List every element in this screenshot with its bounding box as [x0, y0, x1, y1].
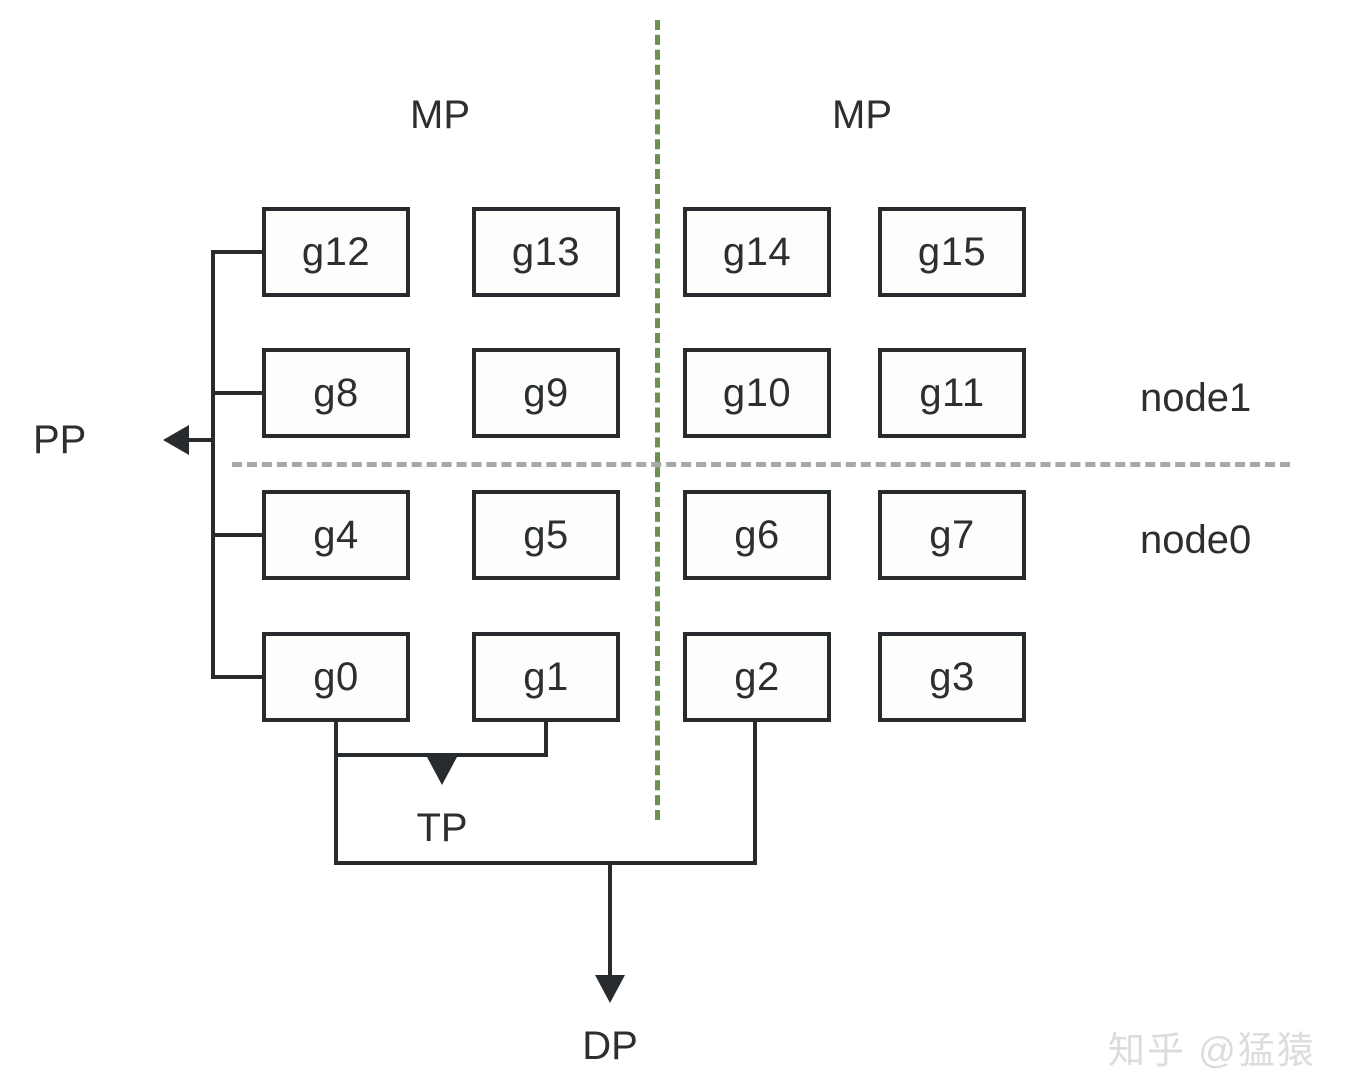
gpu-box-g0[interactable]: g0 [262, 632, 410, 722]
pp-stub-row-g8 [211, 391, 264, 395]
gpu-box-g12[interactable]: g12 [262, 207, 410, 297]
gpu-box-g10[interactable]: g10 [683, 348, 831, 438]
gpu-box-g6[interactable]: g6 [683, 490, 831, 580]
gpu-box-g7[interactable]: g7 [878, 490, 1026, 580]
tp-drop-from-g1 [544, 720, 548, 757]
axis-label-tp: TP [416, 806, 468, 850]
gpu-box-g8[interactable]: g8 [262, 348, 410, 438]
pp-stub-row-g0 [211, 675, 264, 679]
dp-drop-from-g0 [334, 753, 338, 865]
dp-drop-from-g2 [753, 720, 757, 865]
row-label-node1: node1 [1140, 376, 1252, 420]
column-header-mp-left: MP [410, 93, 470, 137]
tp-drop-from-g0 [334, 720, 338, 757]
axis-label-pp: PP [33, 418, 87, 462]
pp-arrow-head-icon [163, 425, 189, 455]
row-label-node0: node0 [1140, 518, 1252, 562]
gpu-box-g3[interactable]: g3 [878, 632, 1026, 722]
dp-arrow-shaft [608, 861, 612, 979]
pp-stub-row-g4 [211, 533, 264, 537]
pp-stub-row-g12 [211, 250, 264, 254]
dp-arrow-head-icon [595, 975, 625, 1003]
column-header-mp-right: MP [832, 93, 892, 137]
gpu-box-g11[interactable]: g11 [878, 348, 1026, 438]
pp-bracket-spine [211, 250, 215, 679]
gpu-box-g2[interactable]: g2 [683, 632, 831, 722]
node-divider-dashed-line [232, 462, 1290, 467]
pp-arrow-shaft [186, 438, 214, 442]
gpu-box-g14[interactable]: g14 [683, 207, 831, 297]
gpu-box-g5[interactable]: g5 [472, 490, 620, 580]
axis-label-dp: DP [582, 1024, 638, 1068]
tp-arrow-head-icon [427, 757, 457, 785]
watermark-text: 知乎 @猛猿 [1108, 1030, 1316, 1071]
gpu-box-g4[interactable]: g4 [262, 490, 410, 580]
dp-join-line [334, 861, 757, 865]
gpu-box-g13[interactable]: g13 [472, 207, 620, 297]
gpu-box-g9[interactable]: g9 [472, 348, 620, 438]
gpu-box-g1[interactable]: g1 [472, 632, 620, 722]
gpu-box-g15[interactable]: g15 [878, 207, 1026, 297]
mp-divider-dashed-line [655, 20, 660, 820]
